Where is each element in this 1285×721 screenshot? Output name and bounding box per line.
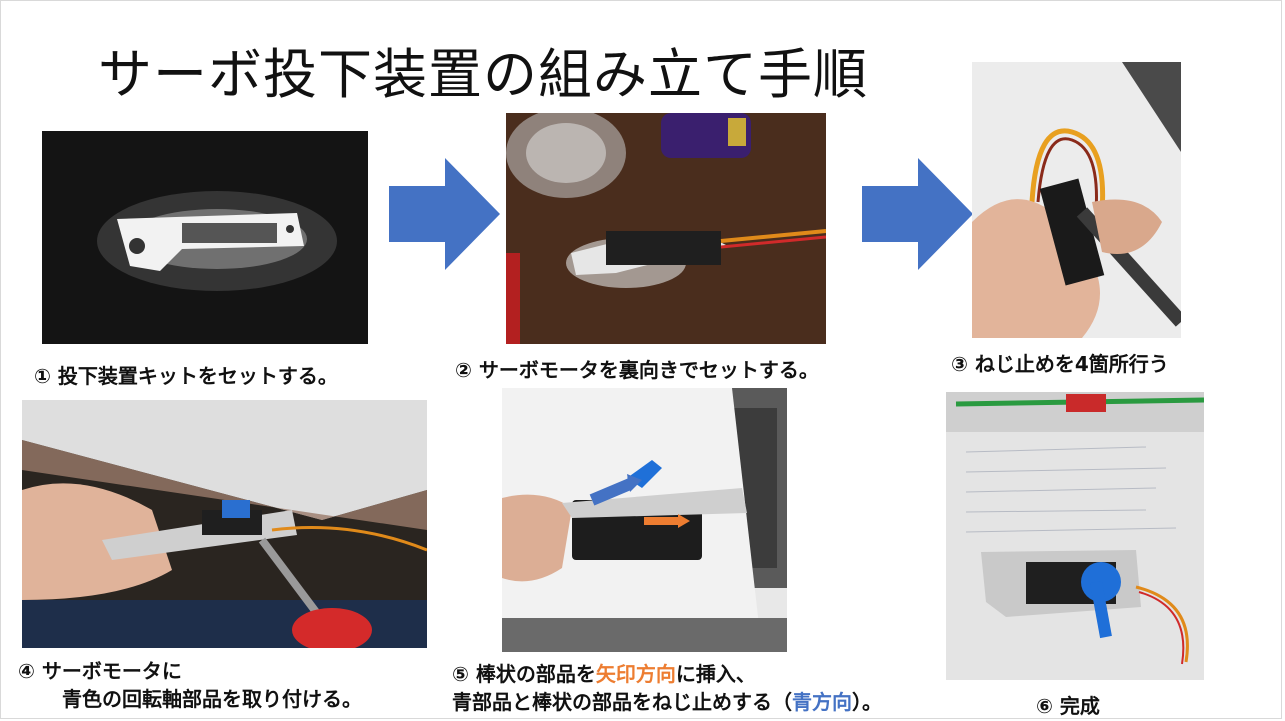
photo-step-1 <box>42 131 368 344</box>
arrow-right-icon <box>862 158 973 270</box>
caption-step-5-highlight-blue-direction: 青方向 <box>792 690 852 714</box>
photo-step-4 <box>22 400 427 648</box>
caption-step-5-highlight-arrow-direction: 矢印方向 <box>595 662 676 686</box>
caption-step-1: ① 投下装置キットをセットする。 <box>34 364 338 388</box>
caption-step-2: ② サーボモータを裏向きでセットする。 <box>455 358 819 382</box>
photo-step-6 <box>946 392 1204 680</box>
caption-step-4-line2: 青色の回転軸部品を取り付ける。 <box>62 687 362 711</box>
caption-step-5: ⑤ 棒状の部品を矢印方向に挿入、 青部品と棒状の部品をねじ止めする（青方向）。 <box>452 660 882 716</box>
photo-step-3 <box>972 62 1181 338</box>
photo-step-2 <box>506 113 826 344</box>
caption-step-5-line2-text-b: ）。 <box>852 690 882 714</box>
caption-step-5-line2-text-a: 青部品と棒状の部品をねじ止めする（ <box>452 690 792 714</box>
caption-step-5-line1: ⑤ 棒状の部品を矢印方向に挿入、 <box>452 660 882 688</box>
caption-step-3: ③ ねじ止めを4箇所行う <box>951 352 1169 376</box>
arrow-right-icon <box>389 158 500 270</box>
caption-step-5-line1-text-b: に挿入、 <box>675 662 756 686</box>
caption-step-4: ④ サーボモータに 青色の回転軸部品を取り付ける。 <box>18 657 362 713</box>
caption-step-5-line1-text-a: ⑤ 棒状の部品を <box>452 662 596 686</box>
slide-title: サーボ投下装置の組み立て手順 <box>98 43 868 106</box>
caption-step-6: ⑥ 完成 <box>1036 694 1100 718</box>
photo-step-5 <box>502 388 787 652</box>
caption-step-4-line1: ④ サーボモータに <box>18 659 182 683</box>
caption-step-5-line2: 青部品と棒状の部品をねじ止めする（青方向）。 <box>452 688 882 716</box>
